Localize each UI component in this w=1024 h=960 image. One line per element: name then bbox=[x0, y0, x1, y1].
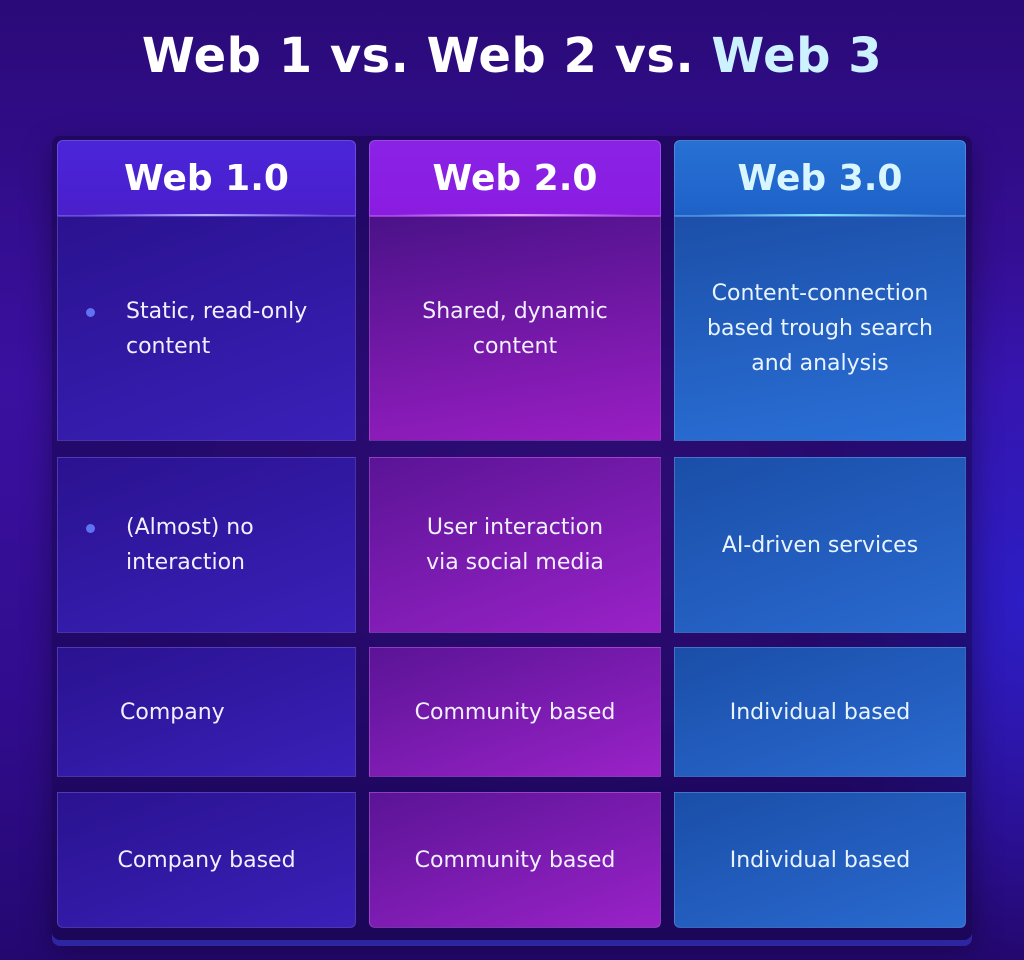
cell-text-line: via social media bbox=[426, 550, 604, 575]
cell-text-line: based trough search bbox=[707, 316, 933, 341]
bullet-dot-icon bbox=[86, 307, 95, 317]
cell-text: Community based bbox=[414, 847, 616, 873]
cell-web2-content: Shared, dynamic content bbox=[369, 216, 661, 441]
cell-text-line: content bbox=[126, 333, 211, 359]
cell-text-line: (Almost) no bbox=[126, 515, 254, 540]
column-header-web3: Web 3.0 bbox=[674, 140, 966, 216]
column-header-web2: Web 2.0 bbox=[369, 140, 661, 216]
cell-web2-basis: Community based bbox=[369, 792, 661, 928]
page-title: Web 1 vs. Web 2 vs. Web 3 bbox=[0, 28, 1024, 84]
title-accent: Web 3 bbox=[711, 28, 883, 84]
cell-text-line: Shared, dynamic bbox=[422, 298, 608, 324]
cell-text-line: Static, read-only bbox=[126, 298, 308, 324]
cell-text-line: interaction bbox=[126, 550, 245, 575]
cell-text-line: content bbox=[472, 333, 558, 359]
cell-text-line: User interaction bbox=[426, 515, 604, 540]
bullet-dot-icon bbox=[86, 524, 95, 533]
cell-text: Community based bbox=[414, 699, 616, 725]
cell-web3-basis: Individual based bbox=[674, 792, 966, 928]
cell-web3-content: Content-connection based trough search a… bbox=[674, 216, 966, 441]
cell-web1-basis: Company based bbox=[57, 792, 356, 928]
cell-web3-interaction: AI-driven services bbox=[674, 457, 966, 633]
cell-web2-model: Community based bbox=[369, 647, 661, 777]
cell-web3-model: Individual based bbox=[674, 647, 966, 777]
cell-text: Individual based bbox=[729, 699, 911, 725]
cell-text: AI-driven services bbox=[721, 532, 919, 558]
cell-text-line: and analysis bbox=[751, 351, 889, 376]
title-main: Web 1 vs. Web 2 vs. bbox=[141, 28, 712, 84]
column-header-web1: Web 1.0 bbox=[57, 140, 356, 216]
cell-web2-interaction: User interaction via social media bbox=[369, 457, 661, 633]
cell-text: Company based bbox=[117, 847, 296, 873]
cell-web1-model: Company bbox=[57, 647, 356, 777]
cell-text-line: Content-connection bbox=[711, 281, 929, 306]
cell-text: Company bbox=[120, 699, 225, 725]
cell-text: Individual based bbox=[729, 847, 911, 873]
cell-web1-content: Static, read-only content bbox=[57, 216, 356, 441]
cell-web1-interaction: (Almost) no interaction bbox=[57, 457, 356, 633]
